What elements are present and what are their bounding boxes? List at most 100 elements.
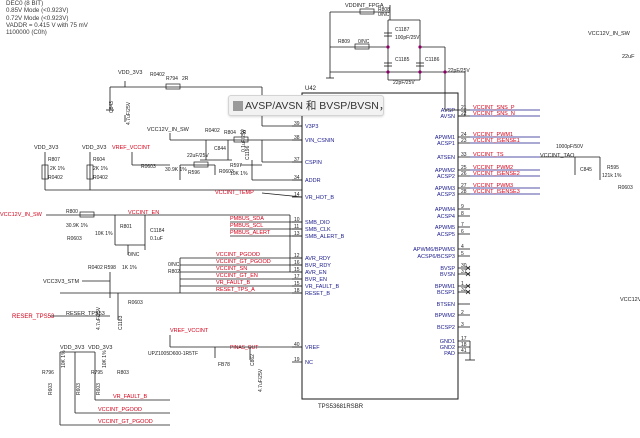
- note-line: 0.72V Mode (<0.923V): [6, 14, 69, 22]
- vdd3v3-bottom2: VDD_3V3: [88, 345, 112, 351]
- net-vref-vccint-2: VREF_VCCINT: [170, 328, 209, 334]
- c845-label: C845: [580, 167, 592, 173]
- ic-pin-number: 18: [461, 342, 467, 348]
- ic-pin-number: 32: [461, 287, 467, 293]
- reset-wiring: [60, 272, 119, 320]
- ic-refdes: U42: [305, 86, 317, 92]
- r809-body: [354, 43, 370, 50]
- r596-value: 30.9K 1%: [165, 167, 187, 173]
- net-vccint-gt-pgood: VCCINT_GT_PGOOD: [216, 259, 271, 265]
- net-vcc3v3-stm: VCC3V3_STM: [43, 279, 79, 285]
- ic-pin-name: BPWM1: [435, 284, 455, 290]
- ic-pin-name: APWM4: [435, 207, 455, 213]
- r808-body: [359, 8, 375, 15]
- no-connect-mark: [465, 289, 471, 295]
- ic-pin-name: BVR_RDY: [305, 263, 331, 269]
- net-pmbus-scl: PMBUS_SCL: [230, 223, 263, 229]
- v3p3-wiring: [106, 81, 302, 127]
- ic-pin-name: BVSN: [440, 272, 455, 278]
- ic-pin-number: 5: [461, 251, 464, 257]
- net-vcc12v-left: VCC12V_IN_SW: [147, 127, 190, 133]
- ic-pin-name: BTSEN: [437, 302, 455, 308]
- ic-pin-name: VREF: [305, 345, 320, 351]
- c844-value: 22uF/25V: [187, 153, 209, 159]
- net-label: VCCINT_SNS_P: [473, 105, 515, 111]
- c1183-label: C1183: [118, 315, 124, 330]
- ic-pin-number: 21: [461, 105, 467, 111]
- r802-value: 0/NC: [128, 252, 140, 258]
- ic-pin-number: 26: [461, 171, 467, 177]
- ic-pin-number: 10: [294, 217, 300, 223]
- cap-22uf-right: 22uF: [622, 54, 635, 60]
- net-vccint-en: VCCINT_EN: [128, 210, 159, 216]
- r807-body: [41, 164, 49, 180]
- r597-label: R597: [230, 163, 242, 169]
- ic-pin-number: 28: [461, 189, 467, 195]
- net-vcc12-cut: VCC12V_IN_SW: [620, 297, 640, 303]
- r806-value: 0/NC: [168, 262, 180, 268]
- note-line: VADDR = 0.415 V with 75 mV: [6, 21, 88, 29]
- r794-body: [165, 83, 181, 90]
- ic-pin-number: 15: [294, 281, 300, 287]
- net-vddint-fpga: VDDINT_FPGA: [345, 3, 384, 9]
- r598-label: R598: [104, 265, 116, 271]
- vdd3v3-top: VDD_3V3: [118, 70, 142, 76]
- temp-wire: [261, 192, 303, 198]
- r597-value: 10K 1%: [230, 171, 248, 177]
- r804-label: R804: [224, 130, 236, 136]
- ic-pin-number: 31: [461, 269, 467, 275]
- ic-pin-number: 17: [461, 336, 467, 342]
- r808-value: 0/NC: [378, 12, 390, 18]
- ic-pin-name: VR_FAULT_B: [305, 284, 339, 290]
- r-10k-label-1: 10K 1%: [61, 350, 67, 368]
- net-label: VCCINT_ISENSE1: [473, 138, 520, 144]
- r0402-4-label: R0402: [93, 175, 108, 181]
- net-label: VCCINT_PWM1: [473, 132, 513, 138]
- vsense-junctions: [386, 45, 447, 74]
- ic-pin-number: 19: [294, 357, 300, 363]
- ic-pin-name: SMB_DIO: [305, 220, 330, 226]
- ic-pin-name: BVSP: [440, 266, 455, 272]
- r809-label: R809: [338, 39, 350, 45]
- ic-pin-name: BPWM2: [435, 313, 455, 319]
- ic-pin-number: 39: [294, 121, 300, 127]
- r803-label: R803: [117, 370, 129, 376]
- ic-pin-number: 38: [294, 135, 300, 141]
- hover-tooltip: AVSP/AVSN 和 BVSP/BVSN，分: [228, 95, 384, 116]
- net-pinas-out: PINAS_OUT: [230, 345, 258, 351]
- ic-pin-number: 9: [461, 204, 464, 210]
- r595-label: R595: [607, 165, 619, 171]
- ic-pin-name: AVR_RDY: [305, 256, 331, 262]
- c1196-label: C1196: [245, 145, 251, 160]
- r0402-label: R0402: [150, 72, 165, 78]
- ic-pin-name: VR_HOT_B: [305, 195, 334, 201]
- r794-label: R794: [166, 76, 178, 82]
- r0603-4-label: R0603: [128, 300, 143, 306]
- pmbus-wiring: [230, 221, 302, 237]
- pullup-wiring: [44, 152, 302, 191]
- r804-body: [233, 136, 249, 143]
- r794-value: 2R: [182, 76, 189, 82]
- c844-label: C844: [214, 146, 226, 152]
- tooltip-text: AVSP/AVSN 和 BVSP/BVSN，分: [245, 100, 383, 112]
- r808-label: R808: [378, 7, 390, 13]
- c1183-value: 4.7uF/25V: [96, 306, 102, 330]
- r604-body: [86, 164, 94, 180]
- net-vref-vccint: VREF_VCCINT: [112, 145, 151, 151]
- c843-label: C843: [109, 101, 115, 113]
- ic-pin-name: AVR_EN: [305, 270, 327, 276]
- ic-pin-number: 1: [461, 281, 464, 287]
- ic-pin-number: 37: [294, 157, 300, 163]
- fb78-part: UPZ1005D600-1R5TF: [148, 351, 198, 357]
- c1187-label: C1187: [395, 27, 410, 33]
- ic-pin-name: VIN_CSNIN: [305, 138, 334, 144]
- ic-pin-number: 18: [294, 288, 300, 294]
- ic-pin-name: APWM1: [435, 135, 455, 141]
- vref-wiring: [169, 335, 302, 360]
- ic-pin-number: 13: [294, 231, 300, 237]
- net-bottom-pgood: VCCINT_PGOOD: [98, 407, 142, 413]
- ic-pin-name: ADDR: [305, 178, 321, 184]
- net-label: VCCINT_TS: [473, 152, 504, 158]
